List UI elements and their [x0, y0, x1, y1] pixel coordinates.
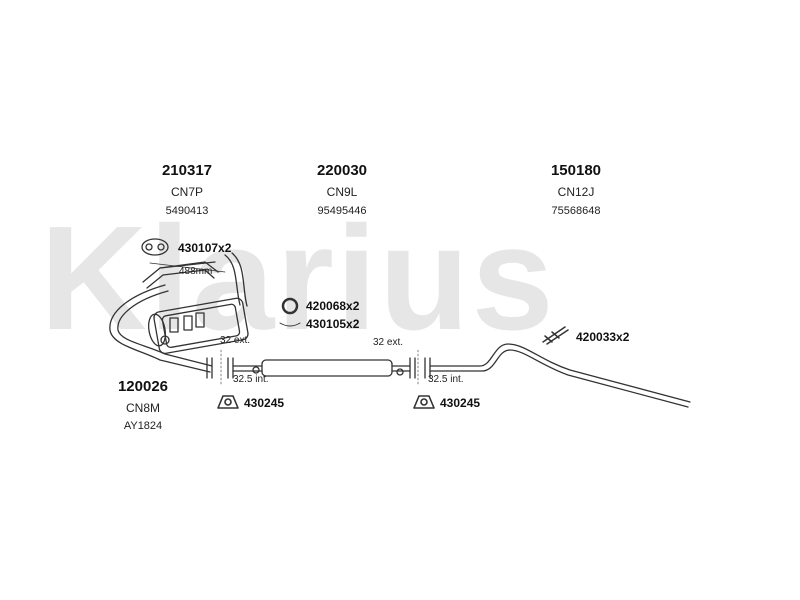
part-number-catalyst: 210317: [161, 162, 213, 179]
gasket-drawing: [141, 238, 169, 256]
rear-pipe-drawing: [424, 343, 691, 408]
clamp-front-drawing: [217, 395, 239, 409]
seal-label: 430105x2: [306, 317, 360, 331]
part-number-front-pipe: 120026: [117, 378, 169, 395]
part-number-center-silencer: 220030: [316, 162, 368, 179]
spring-drawing: [542, 326, 569, 345]
clamp-front-label: 430245: [244, 396, 285, 410]
ring-label: 420068x2: [306, 299, 360, 313]
part-code-rear-silencer: CN12J: [557, 185, 595, 199]
int-rear-label: 32.5 int.: [428, 374, 464, 385]
length-dimension-label: 488mm: [179, 266, 213, 277]
oem-number-front-pipe: AY1824: [123, 420, 163, 432]
center-silencer-drawing: [227, 357, 416, 379]
catalyst-drawing: [142, 252, 249, 355]
int-front-label: 32.5 int.: [233, 374, 269, 385]
clamp-rear-drawing: [413, 395, 435, 409]
brand-watermark: Klarius: [40, 196, 556, 361]
oem-number-catalyst: 5490413: [165, 205, 209, 217]
gasket-kit-label: 430107x2: [178, 241, 232, 255]
spring-label: 420033x2: [576, 330, 630, 344]
part-code-front-pipe: CN8M: [125, 401, 161, 415]
oem-number-rear-silencer: 75568648: [551, 205, 601, 217]
front-pipe-drawing: [109, 284, 213, 379]
part-code-catalyst: CN7P: [170, 185, 204, 199]
ext-front-label: 32 ext.: [220, 335, 251, 346]
part-number-rear-silencer: 150180: [550, 162, 602, 179]
oem-number-center-silencer: 95495446: [317, 205, 367, 217]
ext-rear-label: 32 ext.: [373, 337, 404, 348]
part-code-center-silencer: CN9L: [326, 185, 358, 199]
clamp-rear-label: 430245: [440, 396, 481, 410]
